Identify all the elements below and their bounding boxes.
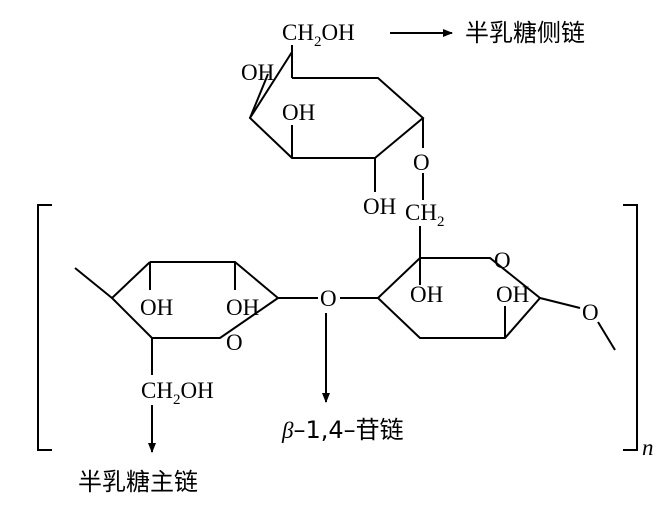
side-oh-left: OH bbox=[241, 60, 274, 85]
right-end-o: O bbox=[582, 300, 599, 325]
side-oh-bottom: OH bbox=[363, 194, 396, 219]
right-ring-o: O bbox=[494, 248, 511, 273]
side-ring-o: O bbox=[413, 150, 430, 175]
left-chain-bond bbox=[74, 267, 113, 299]
side-chain-label: 半乳糖侧链 bbox=[465, 19, 585, 47]
side-ch2oh-group: CH2OH bbox=[282, 20, 355, 50]
side-ring bbox=[248, 51, 425, 159]
left-ch2oh-group: CH2OH bbox=[141, 378, 214, 408]
left-bracket bbox=[37, 204, 52, 451]
repeat-n-label: n bbox=[642, 435, 654, 460]
right-end-bond bbox=[539, 297, 581, 309]
side-oh-inner: OH bbox=[282, 100, 315, 125]
main-chain-label: 半乳糖主链 bbox=[78, 468, 198, 496]
bridge-o: O bbox=[320, 286, 337, 311]
left-oh2: OH bbox=[226, 295, 259, 320]
side-ring-oh-bond-left bbox=[249, 73, 269, 119]
left-oh1: OH bbox=[140, 295, 173, 320]
linkage-label: β–1,4–苷链 bbox=[281, 416, 404, 444]
right-oh1: OH bbox=[410, 282, 443, 307]
linker-ch2: CH2 bbox=[405, 200, 444, 230]
right-oh2: OH bbox=[496, 282, 529, 307]
right-chain-bond bbox=[597, 321, 616, 351]
left-ring-o: O bbox=[226, 330, 243, 355]
right-bracket bbox=[623, 204, 638, 451]
